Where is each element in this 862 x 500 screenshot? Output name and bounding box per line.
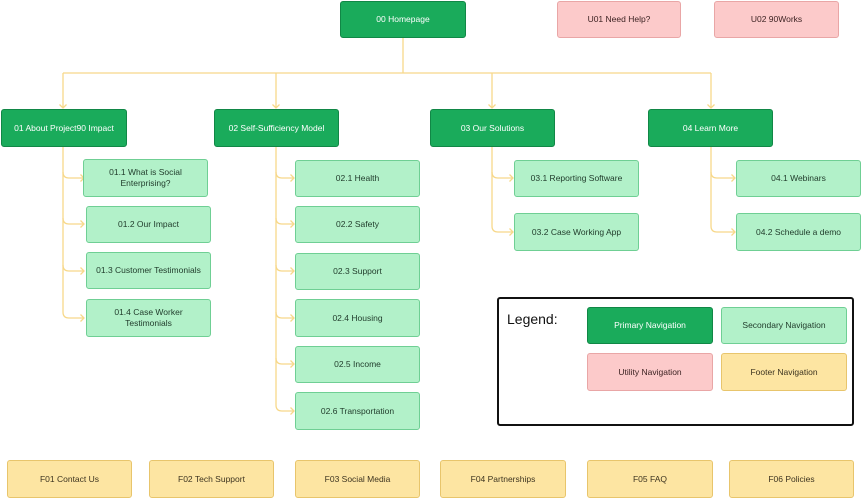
- legend-utility-navigation: Utility Navigation: [587, 353, 713, 391]
- connector-elbow-01-3: [62, 311, 84, 319]
- node-03-2-case-working-app[interactable]: 03.2 Case Working App: [514, 213, 639, 251]
- node-u02-90works[interactable]: U02 90Works: [714, 1, 839, 38]
- connector-elbow-03-1: [491, 225, 513, 233]
- connector-arrowhead-03-0: [509, 174, 514, 182]
- connector-arrowhead-primary-3: [707, 104, 715, 109]
- connector-elbow-04-0: [710, 171, 735, 179]
- connector-arrowhead-primary-2: [488, 104, 496, 109]
- node-02-3-support[interactable]: 02.3 Support: [295, 253, 420, 290]
- node-02-1-health[interactable]: 02.1 Health: [295, 160, 420, 197]
- connector-elbow-02-2: [275, 264, 294, 272]
- connector-arrowhead-02-4: [290, 360, 295, 368]
- connector-arrowhead-primary-1: [272, 104, 280, 109]
- legend-primary-navigation: Primary Navigation: [587, 307, 713, 344]
- legend-title: Legend:: [507, 311, 558, 327]
- connector-arrowhead-01-1: [80, 220, 85, 228]
- node-f05-faq[interactable]: F05 FAQ: [587, 460, 713, 498]
- node-01-4-case-worker-testimonials[interactable]: 01.4 Case Worker Testimonials: [86, 299, 211, 337]
- connector-elbow-01-2: [62, 264, 84, 272]
- node-01-about[interactable]: 01 About Project90 Impact: [1, 109, 127, 147]
- node-f06-policies[interactable]: F06 Policies: [729, 460, 854, 498]
- connector-elbow-01-0: [62, 171, 84, 179]
- node-02-self-sufficiency-model[interactable]: 02 Self-Sufficiency Model: [214, 109, 339, 147]
- legend-secondary-navigation: Secondary Navigation: [721, 307, 847, 344]
- node-f02-tech-support[interactable]: F02 Tech Support: [149, 460, 274, 498]
- node-02-6-transportation[interactable]: 02.6 Transportation: [295, 392, 420, 430]
- node-01-1-social-enterprising[interactable]: 01.1 What is Social Enterprising?: [83, 159, 208, 197]
- connector-arrowhead-02-0: [290, 174, 295, 182]
- connector-arrowhead-04-0: [731, 174, 736, 182]
- connector-arrowhead-02-3: [290, 314, 295, 322]
- connector-elbow-02-5: [275, 404, 294, 412]
- node-04-learn-more[interactable]: 04 Learn More: [648, 109, 773, 147]
- node-f04-partnerships[interactable]: F04 Partnerships: [440, 460, 566, 498]
- node-03-1-reporting-software[interactable]: 03.1 Reporting Software: [514, 160, 639, 197]
- node-u01-need-help[interactable]: U01 Need Help?: [557, 1, 681, 38]
- node-02-2-safety[interactable]: 02.2 Safety: [295, 206, 420, 243]
- node-02-4-housing[interactable]: 02.4 Housing: [295, 299, 420, 337]
- legend-footer-navigation: Footer Navigation: [721, 353, 847, 391]
- connector-arrowhead-01-2: [80, 267, 85, 275]
- node-04-2-schedule-a-demo[interactable]: 04.2 Schedule a demo: [736, 213, 861, 251]
- connector-elbow-02-0: [275, 171, 294, 179]
- connector-arrowhead-04-1: [731, 228, 736, 236]
- connector-elbow-02-4: [275, 357, 294, 365]
- node-03-our-solutions[interactable]: 03 Our Solutions: [430, 109, 555, 147]
- connector-elbow-03-0: [491, 171, 513, 179]
- connector-elbow-01-1: [62, 217, 84, 225]
- connector-arrowhead-02-2: [290, 267, 295, 275]
- node-01-2-our-impact[interactable]: 01.2 Our Impact: [86, 206, 211, 243]
- connector-arrowhead-02-5: [290, 407, 295, 415]
- connector-arrowhead-02-1: [290, 220, 295, 228]
- node-00-homepage[interactable]: 00 Homepage: [340, 1, 466, 38]
- connector-arrowhead-primary-0: [59, 104, 67, 109]
- node-f01-contact-us[interactable]: F01 Contact Us: [7, 460, 132, 498]
- connector-arrowhead-03-1: [509, 228, 514, 236]
- node-f03-social-media[interactable]: F03 Social Media: [295, 460, 420, 498]
- node-02-5-income[interactable]: 02.5 Income: [295, 346, 420, 383]
- node-04-1-webinars[interactable]: 04.1 Webinars: [736, 160, 861, 197]
- connector-arrowhead-01-3: [80, 314, 85, 322]
- node-01-3-customer-testimonials[interactable]: 01.3 Customer Testimonials: [86, 252, 211, 289]
- connector-elbow-02-1: [275, 217, 294, 225]
- connector-elbow-04-1: [710, 225, 735, 233]
- connector-elbow-02-3: [275, 311, 294, 319]
